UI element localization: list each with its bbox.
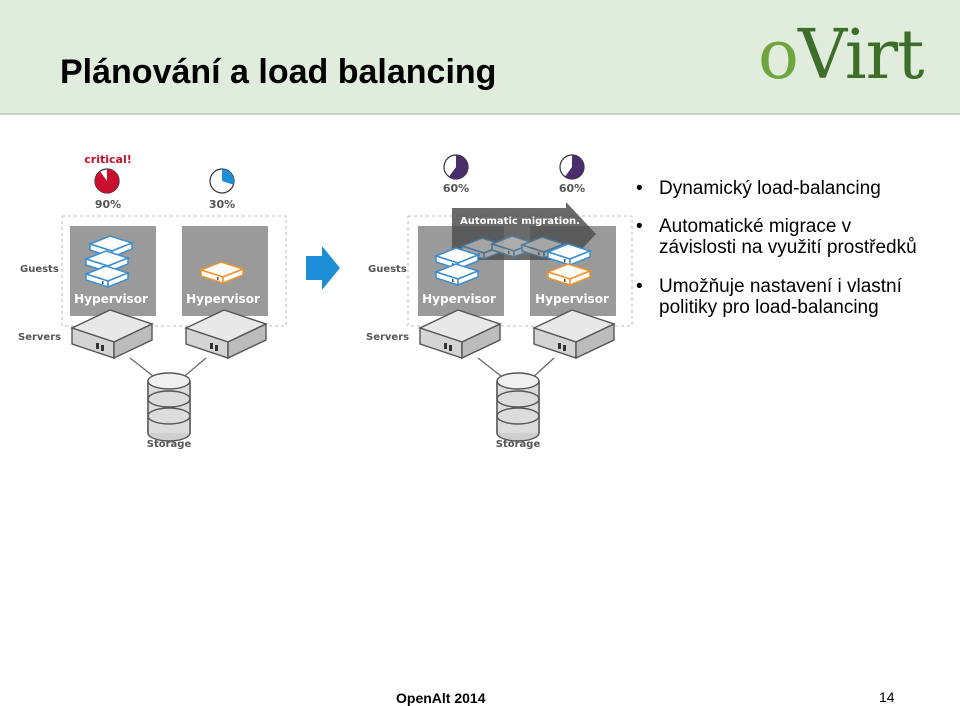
- bullet-text: Automatické migrace v: [659, 216, 852, 237]
- page-number: 14: [879, 689, 895, 705]
- slide-header: [0, 0, 960, 113]
- load-gauge-fill: [564, 155, 585, 179]
- load-gauge-fill: [222, 169, 234, 185]
- bullet-text: Dynamický load-balancing: [659, 178, 881, 199]
- load-gauge-host1-before: [94, 168, 120, 194]
- hypervisor-label-host2-after: Hypervisor: [535, 292, 609, 306]
- bullet-text: politiky pro load-balancing: [659, 297, 879, 318]
- load-label-host1-after: 60%: [443, 182, 469, 195]
- guests-label-after: Guests: [368, 264, 407, 275]
- bullet-text: Umožňuje nastavení i vlastní: [659, 276, 902, 297]
- footer-event: OpenAlt 2014: [396, 690, 486, 706]
- ovirt-logo: oVirt: [758, 16, 924, 95]
- load-label-host2-before: 30%: [209, 198, 235, 211]
- server-host2-before: [185, 309, 267, 359]
- guests-zone-before: [61, 215, 287, 327]
- storage-icon-before: [147, 372, 191, 442]
- load-gauge-fill: [95, 169, 120, 193]
- servers-label-before: Servers: [18, 332, 61, 343]
- bullet-dot-icon: •: [636, 216, 643, 237]
- header-divider: [0, 113, 960, 115]
- hypervisor-label-host1-after: Hypervisor: [422, 292, 496, 306]
- storage-icon-after: [496, 372, 540, 442]
- guests-label-before: Guests: [20, 264, 59, 275]
- migration-label: Automatic migration.: [460, 216, 580, 227]
- guests-zone-after: [407, 215, 633, 327]
- storage-label-after: Storage: [496, 439, 541, 450]
- load-gauge-host2-before: [209, 168, 235, 194]
- storage-label-before: Storage: [147, 439, 192, 450]
- load-label-host2-after: 60%: [559, 182, 585, 195]
- hypervisor-label-host1-before: Hypervisor: [74, 292, 148, 306]
- hypervisor-label-host2-before: Hypervisor: [186, 292, 260, 306]
- server-host2-after: [533, 309, 615, 359]
- load-gauge-host2-after: [559, 154, 585, 180]
- bullet-text: závislosti na využití prostředků: [659, 237, 917, 258]
- server-host1-after: [419, 309, 501, 359]
- load-gauge-fill: [448, 155, 469, 179]
- slide-title: Plánování a load balancing: [60, 53, 497, 91]
- load-balancing-diagram: critical! 90% 30% Guests Hypervisor Hype…: [18, 153, 633, 450]
- server-host1-before: [71, 309, 153, 359]
- status-critical-label: critical!: [84, 153, 131, 166]
- servers-label-after: Servers: [366, 332, 409, 343]
- load-label-host1-before: 90%: [95, 198, 121, 211]
- bullet-dot-icon: •: [636, 276, 643, 297]
- transition-arrow-icon: [306, 246, 340, 290]
- load-gauge-host1-after: [443, 154, 469, 180]
- bullet-dot-icon: •: [636, 178, 643, 199]
